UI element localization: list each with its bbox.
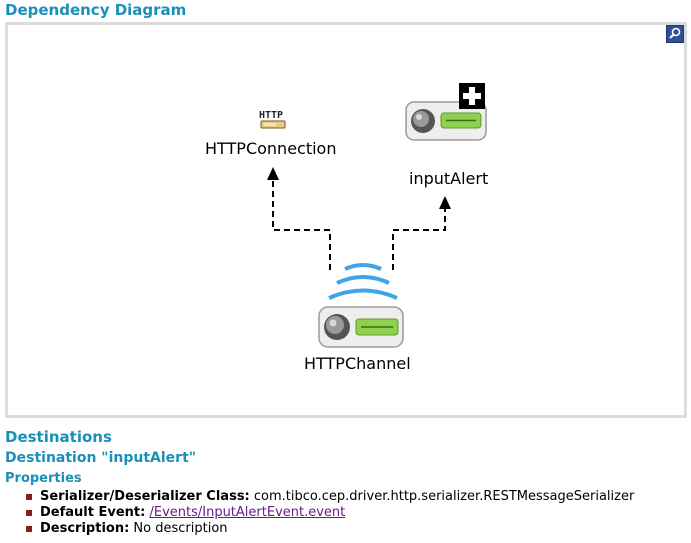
magnifier-icon[interactable] [666, 25, 684, 43]
property-serializer: Serializer/Deserializer Class: com.tibco… [24, 489, 634, 505]
property-default-event: Default Event: /Events/InputAlertEvent.e… [24, 505, 634, 521]
node-label-input-alert[interactable]: inputAlert [409, 169, 489, 188]
property-description: Description: No description [24, 521, 634, 537]
destination-heading: Destination "inputAlert" [5, 450, 197, 466]
properties-list: Serializer/Deserializer Class: com.tibco… [24, 489, 634, 537]
property-value: com.tibco.cep.driver.http.serializer.RES… [253, 489, 635, 504]
arrowhead-connection [267, 167, 279, 180]
diagram-canvas: HTTP [259, 83, 487, 348]
property-label: Serializer/Deserializer Class: [40, 489, 250, 504]
channel-icon [318, 306, 404, 348]
plus-badge-icon [459, 83, 485, 109]
destination-icon [405, 101, 487, 141]
node-label-http-channel[interactable]: HTTPChannel [304, 354, 411, 373]
property-label: Description: [40, 521, 130, 536]
http-connection-icon: HTTP [259, 110, 286, 129]
properties-heading: Properties [5, 471, 82, 486]
bullet-icon [26, 510, 32, 516]
arrowhead-alert [439, 196, 451, 209]
channel-signal-icon [328, 263, 398, 300]
bullet-icon [26, 494, 32, 500]
dependency-edge-alert [392, 208, 446, 270]
node-label-http-connection[interactable]: HTTPConnection [205, 139, 337, 158]
property-value: No description [133, 521, 228, 536]
dependency-diagram: HTTP [5, 22, 687, 418]
page-title: Dependency Diagram [5, 1, 187, 19]
bullet-icon [26, 526, 32, 532]
destinations-heading: Destinations [5, 428, 112, 446]
http-icon-text: HTTP [259, 110, 283, 121]
property-label: Default Event: [40, 505, 146, 520]
default-event-link[interactable]: /Events/InputAlertEvent.event [149, 505, 346, 520]
dependency-edge-connection [272, 177, 331, 270]
